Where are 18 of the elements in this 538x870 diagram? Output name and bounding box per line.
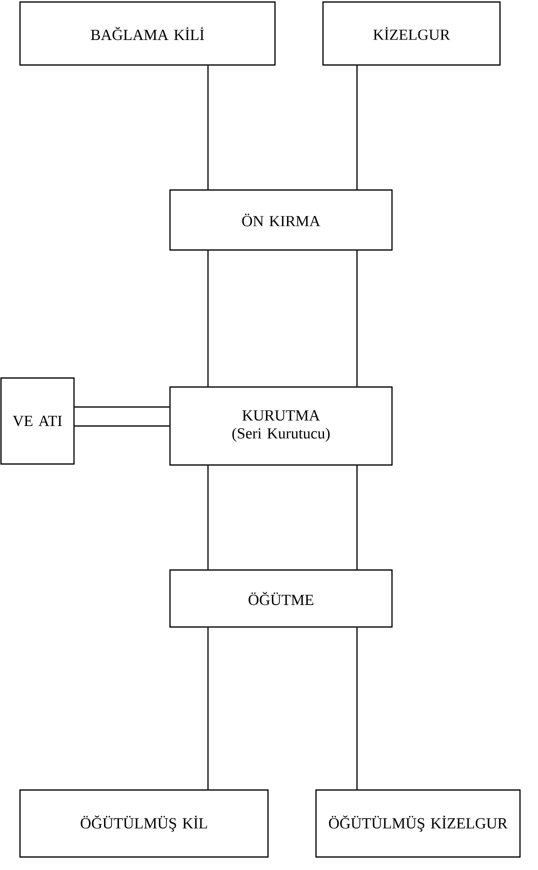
process-box: ÖĞÜTME (169, 569, 393, 628)
connector-line (207, 466, 209, 570)
connector-line (356, 628, 358, 790)
connector-line (207, 250, 209, 386)
process-box: KURUTMA (Seri Kurutucu) (169, 386, 393, 466)
process-box: ÖN KIRMA (169, 189, 393, 251)
process-box: BAĞLAMA KİLİ (19, 1, 276, 66)
connector-line (207, 66, 209, 190)
process-box: ÖĞÜTÜLMÜŞ KİZELGUR (315, 789, 521, 858)
connector-line (74, 406, 170, 408)
process-box: VE ATI (0, 377, 75, 465)
connector-line (74, 425, 170, 427)
connector-line (356, 66, 358, 190)
connector-line (207, 628, 209, 790)
process-box: KİZELGUR (322, 1, 501, 66)
connector-line (356, 250, 358, 386)
connector-line (356, 466, 358, 570)
process-box: ÖĞÜTÜLMÜŞ KİL (19, 789, 269, 858)
